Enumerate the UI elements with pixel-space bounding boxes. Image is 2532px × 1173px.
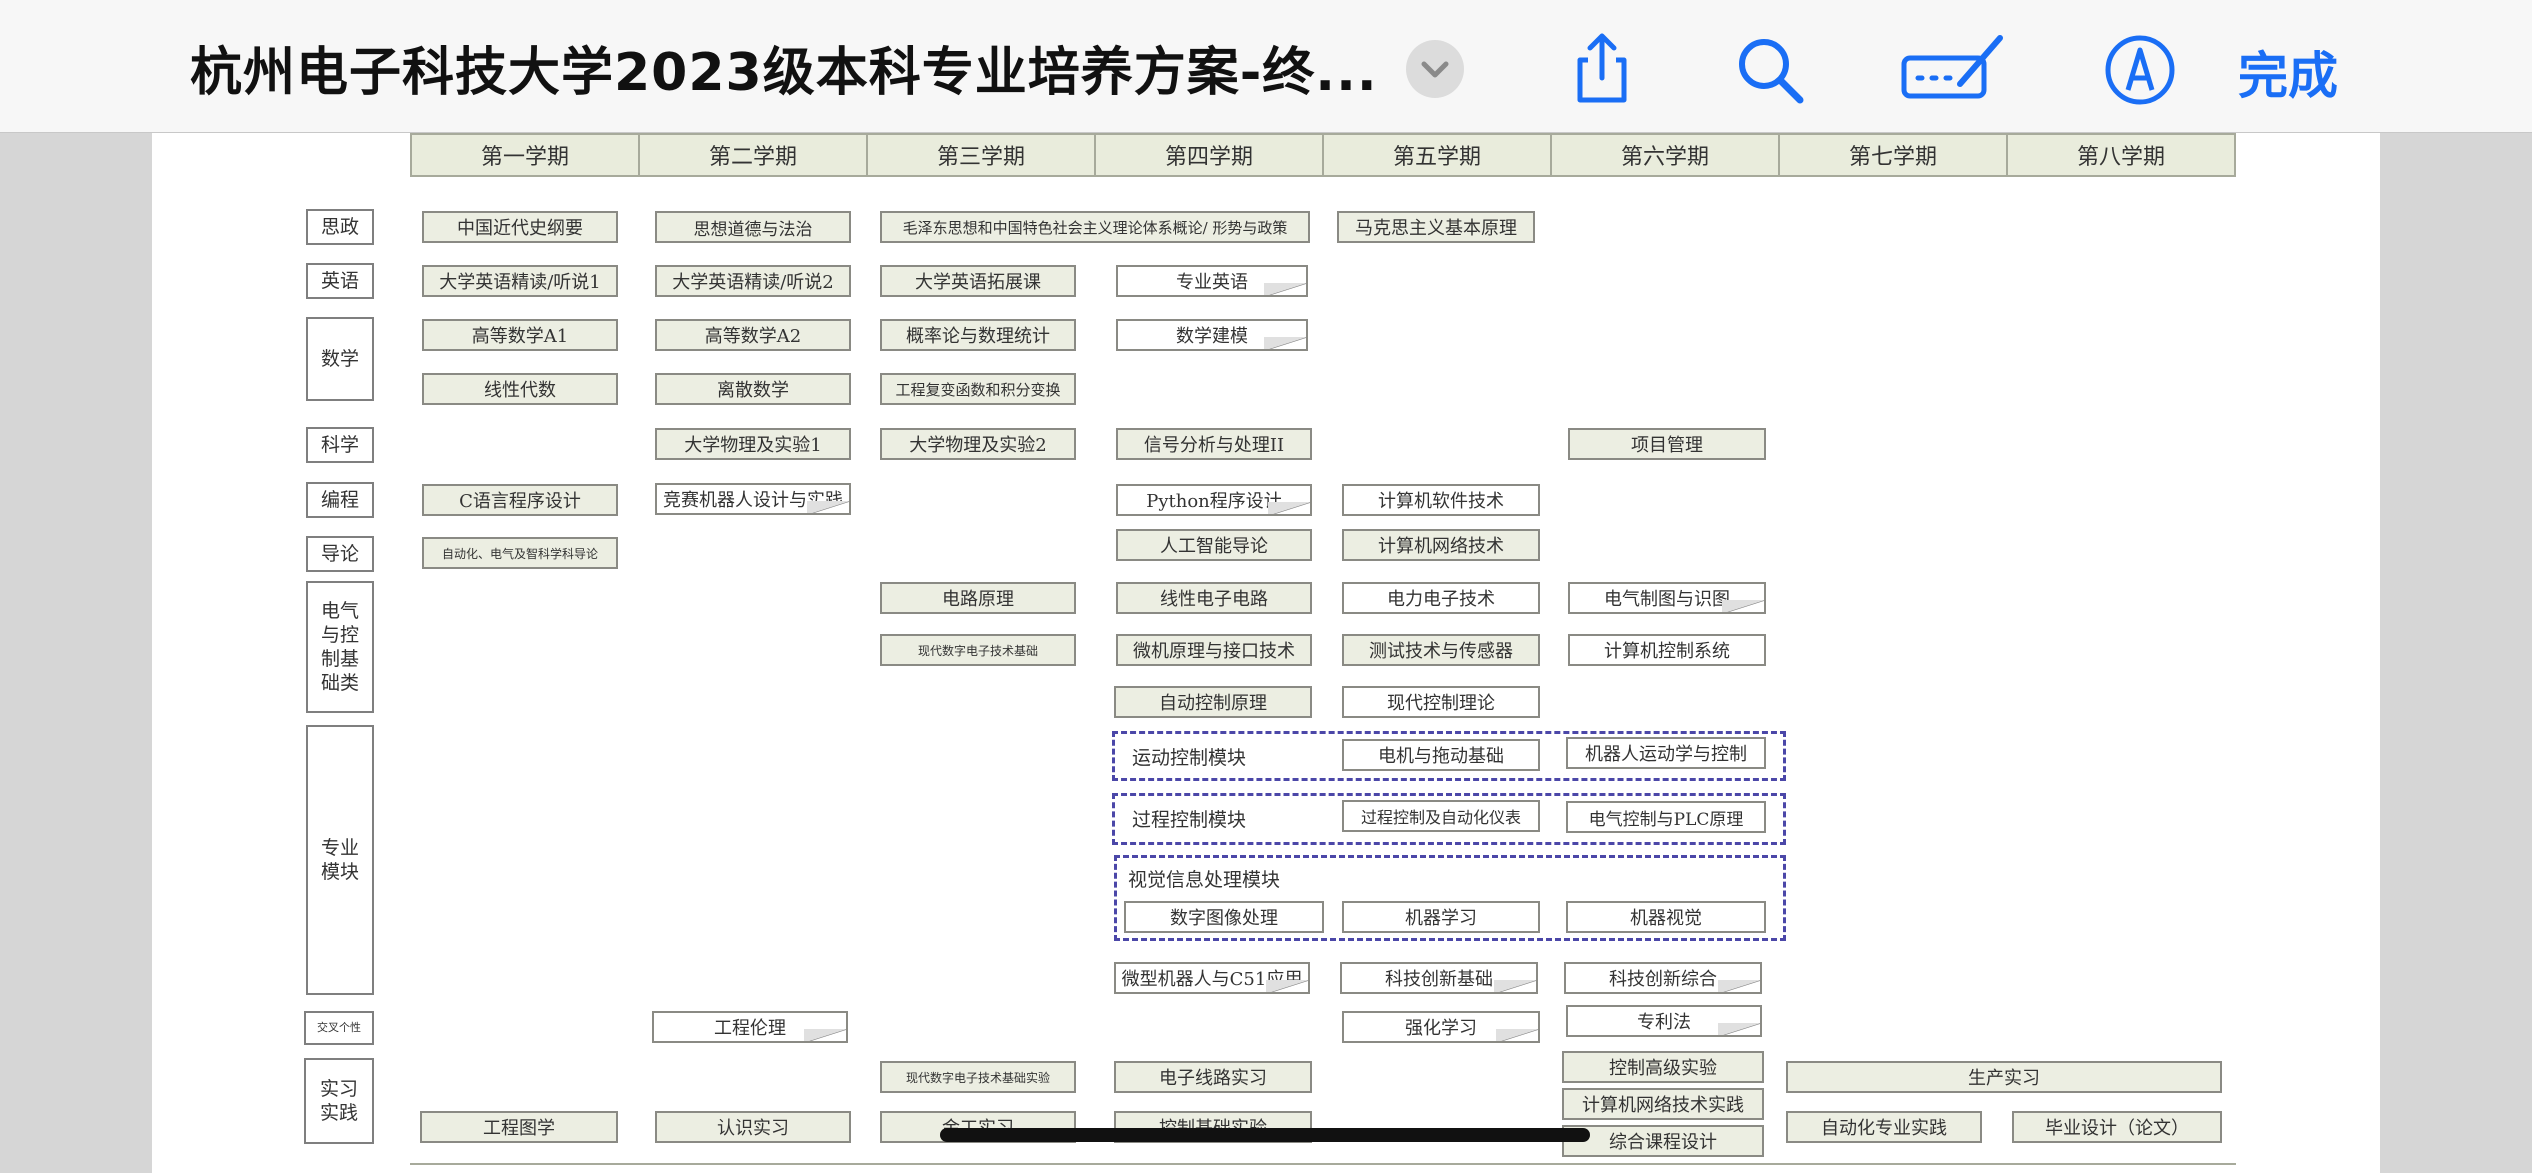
module-group-motion <box>1112 731 1786 781</box>
home-indicator[interactable] <box>940 1128 1590 1142</box>
course-box: 电路原理 <box>880 582 1076 614</box>
course-box: 微型机器人与C51应用 <box>1114 962 1310 994</box>
course-box: 专业英语 <box>1116 265 1308 297</box>
search-icon[interactable] <box>1730 30 1810 110</box>
course-box: 高等数学A1 <box>422 319 618 351</box>
course-box: 机器人运动学与控制 <box>1566 737 1766 769</box>
course-box: 计算机网络技术实践 <box>1562 1088 1764 1120</box>
course-box: 人工智能导论 <box>1116 529 1312 561</box>
course-box: 项目管理 <box>1568 428 1766 460</box>
course-box: 工程伦理 <box>652 1011 848 1043</box>
semester-header: 第三学期 <box>866 133 1096 177</box>
course-box: 现代数字电子技术基础 <box>880 634 1076 666</box>
course-box: 概率论与数理统计 <box>880 319 1076 351</box>
course-box: 电气制图与识图 <box>1568 582 1766 614</box>
course-box: 计算机控制系统 <box>1568 634 1766 666</box>
course-box: Python程序设计 <box>1116 484 1312 516</box>
course-box: 控制高级实验 <box>1562 1051 1764 1083</box>
course-box: 大学物理及实验1 <box>655 428 851 460</box>
course-box: 大学英语精读/听说2 <box>655 265 851 297</box>
course-box: 专利法 <box>1566 1005 1762 1037</box>
semester-header: 第七学期 <box>1778 133 2008 177</box>
pen-icon[interactable] <box>2100 30 2180 110</box>
course-box: 工程图学 <box>420 1111 618 1143</box>
course-box: 综合课程设计 <box>1562 1125 1764 1157</box>
semester-header: 第二学期 <box>638 133 868 177</box>
category-label: 实习实践 <box>304 1058 374 1144</box>
chevron-down-icon[interactable] <box>1406 40 1464 98</box>
course-box: 大学英语精读/听说1 <box>422 265 618 297</box>
category-label: 科学 <box>306 427 374 463</box>
course-box: 过程控制及自动化仪表 <box>1342 800 1540 832</box>
semester-header: 第八学期 <box>2006 133 2236 177</box>
course-box: 线性代数 <box>422 373 618 405</box>
category-label: 英语 <box>306 263 374 299</box>
course-box: 生产实习 <box>1786 1061 2222 1093</box>
course-box: 高等数学A2 <box>655 319 851 351</box>
course-box: 工程复变函数和积分变换 <box>880 373 1076 405</box>
module-group-vision <box>1114 855 1786 941</box>
course-box: 电子线路实习 <box>1114 1061 1312 1093</box>
course-box: 计算机软件技术 <box>1342 484 1540 516</box>
course-box: 电力电子技术 <box>1342 582 1540 614</box>
document-page: 第一学期 第二学期 第三学期 第四学期 第五学期 第六学期 第七学期 第八学期 … <box>152 133 2380 1173</box>
category-label: 专业模块 <box>306 725 374 995</box>
course-box: 机器学习 <box>1342 901 1540 933</box>
course-box: C语言程序设计 <box>422 484 618 516</box>
course-box: 现代控制理论 <box>1342 686 1540 718</box>
course-box: 毕业设计（论文） <box>2012 1111 2222 1143</box>
course-box: 数学建模 <box>1116 319 1308 351</box>
course-box: 科技创新基础 <box>1340 962 1538 994</box>
semester-header: 第四学期 <box>1094 133 1324 177</box>
course-box: 强化学习 <box>1342 1011 1540 1043</box>
course-box: 自动化、电气及智科学科导论 <box>422 537 618 569</box>
course-box: 数字图像处理 <box>1124 901 1324 933</box>
course-box: 自动控制原理 <box>1114 686 1312 718</box>
category-label: 导论 <box>306 536 374 572</box>
semester-header: 第一学期 <box>410 133 640 177</box>
course-box: 线性电子电路 <box>1116 582 1312 614</box>
course-box: 中国近代史纲要 <box>422 211 618 243</box>
category-label: 数学 <box>306 317 374 401</box>
course-box: 测试技术与传感器 <box>1342 634 1540 666</box>
course-box: 电机与拖动基础 <box>1342 739 1540 771</box>
course-box: 电气控制与PLC原理 <box>1566 801 1766 833</box>
course-box: 科技创新综合 <box>1564 962 1762 994</box>
course-box: 思想道德与法治 <box>655 211 851 243</box>
course-box: 竞赛机器人设计与实践 <box>655 483 851 515</box>
course-box: 现代数字电子技术基础实验 <box>880 1061 1076 1093</box>
course-box: 机器视觉 <box>1566 901 1766 933</box>
markup-icon[interactable] <box>1900 30 2010 110</box>
document-toolbar: 杭州电子科技大学2023级本科专业培养方案-终... 完成 <box>0 0 2532 133</box>
course-box: 马克思主义基本原理 <box>1337 211 1535 243</box>
share-icon[interactable] <box>1562 30 1642 110</box>
table-bottom-border <box>410 1163 2236 1165</box>
module-title: 视觉信息处理模块 <box>1128 869 1281 891</box>
course-box: 毛泽东思想和中国特色社会主义理论体系概论/ 形势与政策 <box>880 211 1310 243</box>
course-box: 认识实习 <box>655 1111 851 1143</box>
category-label: 编程 <box>306 482 374 518</box>
semester-header: 第六学期 <box>1550 133 1780 177</box>
category-label: 交叉个性 <box>304 1011 374 1045</box>
course-box: 自动化专业实践 <box>1786 1111 1982 1143</box>
done-button[interactable]: 完成 <box>2238 47 2338 105</box>
category-label: 思政 <box>306 209 374 245</box>
course-box: 离散数学 <box>655 373 851 405</box>
course-box: 信号分析与处理II <box>1116 428 1312 460</box>
module-title: 运动控制模块 <box>1132 747 1247 769</box>
course-box: 大学物理及实验2 <box>880 428 1076 460</box>
course-box: 微机原理与接口技术 <box>1116 634 1312 666</box>
category-label: 电气与控制基础类 <box>306 581 374 713</box>
course-box: 计算机网络技术 <box>1342 529 1540 561</box>
semester-header: 第五学期 <box>1322 133 1552 177</box>
module-title: 过程控制模块 <box>1132 809 1247 831</box>
course-box: 大学英语拓展课 <box>880 265 1076 297</box>
document-title[interactable]: 杭州电子科技大学2023级本科专业培养方案-终... <box>190 43 1378 103</box>
module-group-process <box>1112 793 1786 845</box>
